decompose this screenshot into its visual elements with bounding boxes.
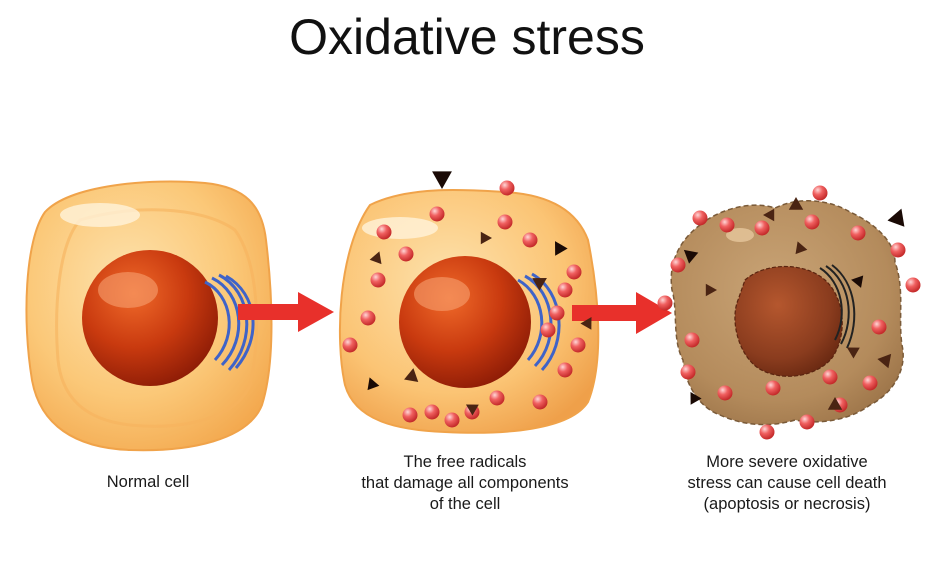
normal-nucleus-highlight xyxy=(98,272,158,308)
reactive-particle-triangle xyxy=(851,275,864,288)
reactive-particle-triangle xyxy=(404,368,419,382)
normal-cell-inner-ring xyxy=(55,208,259,428)
free-radical-sphere xyxy=(812,185,828,201)
diagram-title: Oxidative stress xyxy=(289,9,645,65)
free-radical-sphere xyxy=(360,310,376,326)
reactive-particle-triangle xyxy=(887,208,905,227)
free-radical-sphere xyxy=(370,272,386,288)
reactive-particle-triangle xyxy=(532,278,547,291)
dying-golgi xyxy=(819,264,856,349)
free-radical-sphere xyxy=(850,225,866,241)
damaged-nucleus-highlight xyxy=(414,277,470,311)
free-radical-sphere xyxy=(890,242,906,258)
free-radical-sphere xyxy=(557,362,573,378)
free-radical-sphere xyxy=(429,206,445,222)
free-radical-sphere xyxy=(717,385,733,401)
free-radical-sphere xyxy=(719,217,735,233)
free-radical-sphere xyxy=(765,380,781,396)
free-radical-sphere xyxy=(549,305,565,321)
free-radical-sphere xyxy=(871,319,887,335)
free-radical-sphere xyxy=(489,390,505,406)
free-radical-sphere xyxy=(570,337,586,353)
reactive-particle-triangle xyxy=(827,397,843,410)
free-radical-sphere xyxy=(499,180,515,196)
reactive-particle-triangle xyxy=(683,249,699,264)
free-radical-sphere xyxy=(657,295,673,311)
reactive-particle-triangle xyxy=(367,377,380,391)
normal-nucleus xyxy=(82,250,218,386)
caption-cell-death: More severe oxidative stress can cause c… xyxy=(687,453,887,513)
free-radical-sphere xyxy=(566,264,582,280)
free-radical-sphere xyxy=(799,414,815,430)
free-radical-sphere xyxy=(402,407,418,423)
free-radical-sphere xyxy=(497,214,513,230)
free-radical-sphere xyxy=(754,220,770,236)
free-radical-sphere xyxy=(398,246,414,262)
free-radical-sphere xyxy=(522,232,538,248)
free-radical-sphere xyxy=(684,332,700,348)
reactive-particle-triangle xyxy=(580,316,592,330)
damaged-cell-highlight xyxy=(362,217,438,239)
reactive-particle-triangle xyxy=(369,251,382,265)
dying-cell-highlight xyxy=(726,228,754,242)
reactive-particle-triangle xyxy=(795,241,808,255)
reactive-particle-triangle xyxy=(432,171,452,189)
reactive-particle-triangle xyxy=(480,231,492,245)
reactive-particle-triangle xyxy=(846,347,860,359)
free-radical-sphere xyxy=(424,404,440,420)
caption-free-radicals: The free radicals that damage all compon… xyxy=(361,453,569,513)
free-radical-sphere xyxy=(557,282,573,298)
free-radical-sphere xyxy=(822,369,838,385)
free-radical-sphere xyxy=(444,412,460,428)
reactive-particles xyxy=(367,171,905,416)
free-radical-sphere xyxy=(759,424,775,440)
reactive-particle-triangle xyxy=(763,208,775,222)
free-radical-sphere xyxy=(680,364,696,380)
free-radical-sphere xyxy=(532,394,548,410)
arrow-normal-to-radicals xyxy=(238,292,334,332)
free-radical-sphere xyxy=(804,214,820,230)
free-radical-sphere xyxy=(342,337,358,353)
reactive-particle-triangle xyxy=(705,283,717,297)
arrow-radicals-to-death xyxy=(572,292,672,334)
dying-cell xyxy=(670,200,904,426)
normal-cell-highlight xyxy=(60,203,140,227)
normal-cell xyxy=(25,180,273,452)
damaged-nucleus xyxy=(399,256,531,388)
free-radical-sphere xyxy=(376,224,392,240)
free-radical-sphere xyxy=(862,375,878,391)
reactive-particle-triangle xyxy=(555,241,568,256)
reactive-particle-triangle xyxy=(690,391,702,405)
free-radical-sphere xyxy=(692,210,708,226)
free-radical-sphere xyxy=(905,277,921,293)
dying-nucleus xyxy=(734,265,843,377)
free-radical-sphere xyxy=(540,322,556,338)
free-radical-sphere xyxy=(670,257,686,273)
reactive-particle-triangle xyxy=(465,404,479,416)
caption-normal-cell: Normal cell xyxy=(106,473,190,491)
reactive-particle-triangle xyxy=(788,197,804,210)
reactive-particle-triangle xyxy=(877,353,892,369)
